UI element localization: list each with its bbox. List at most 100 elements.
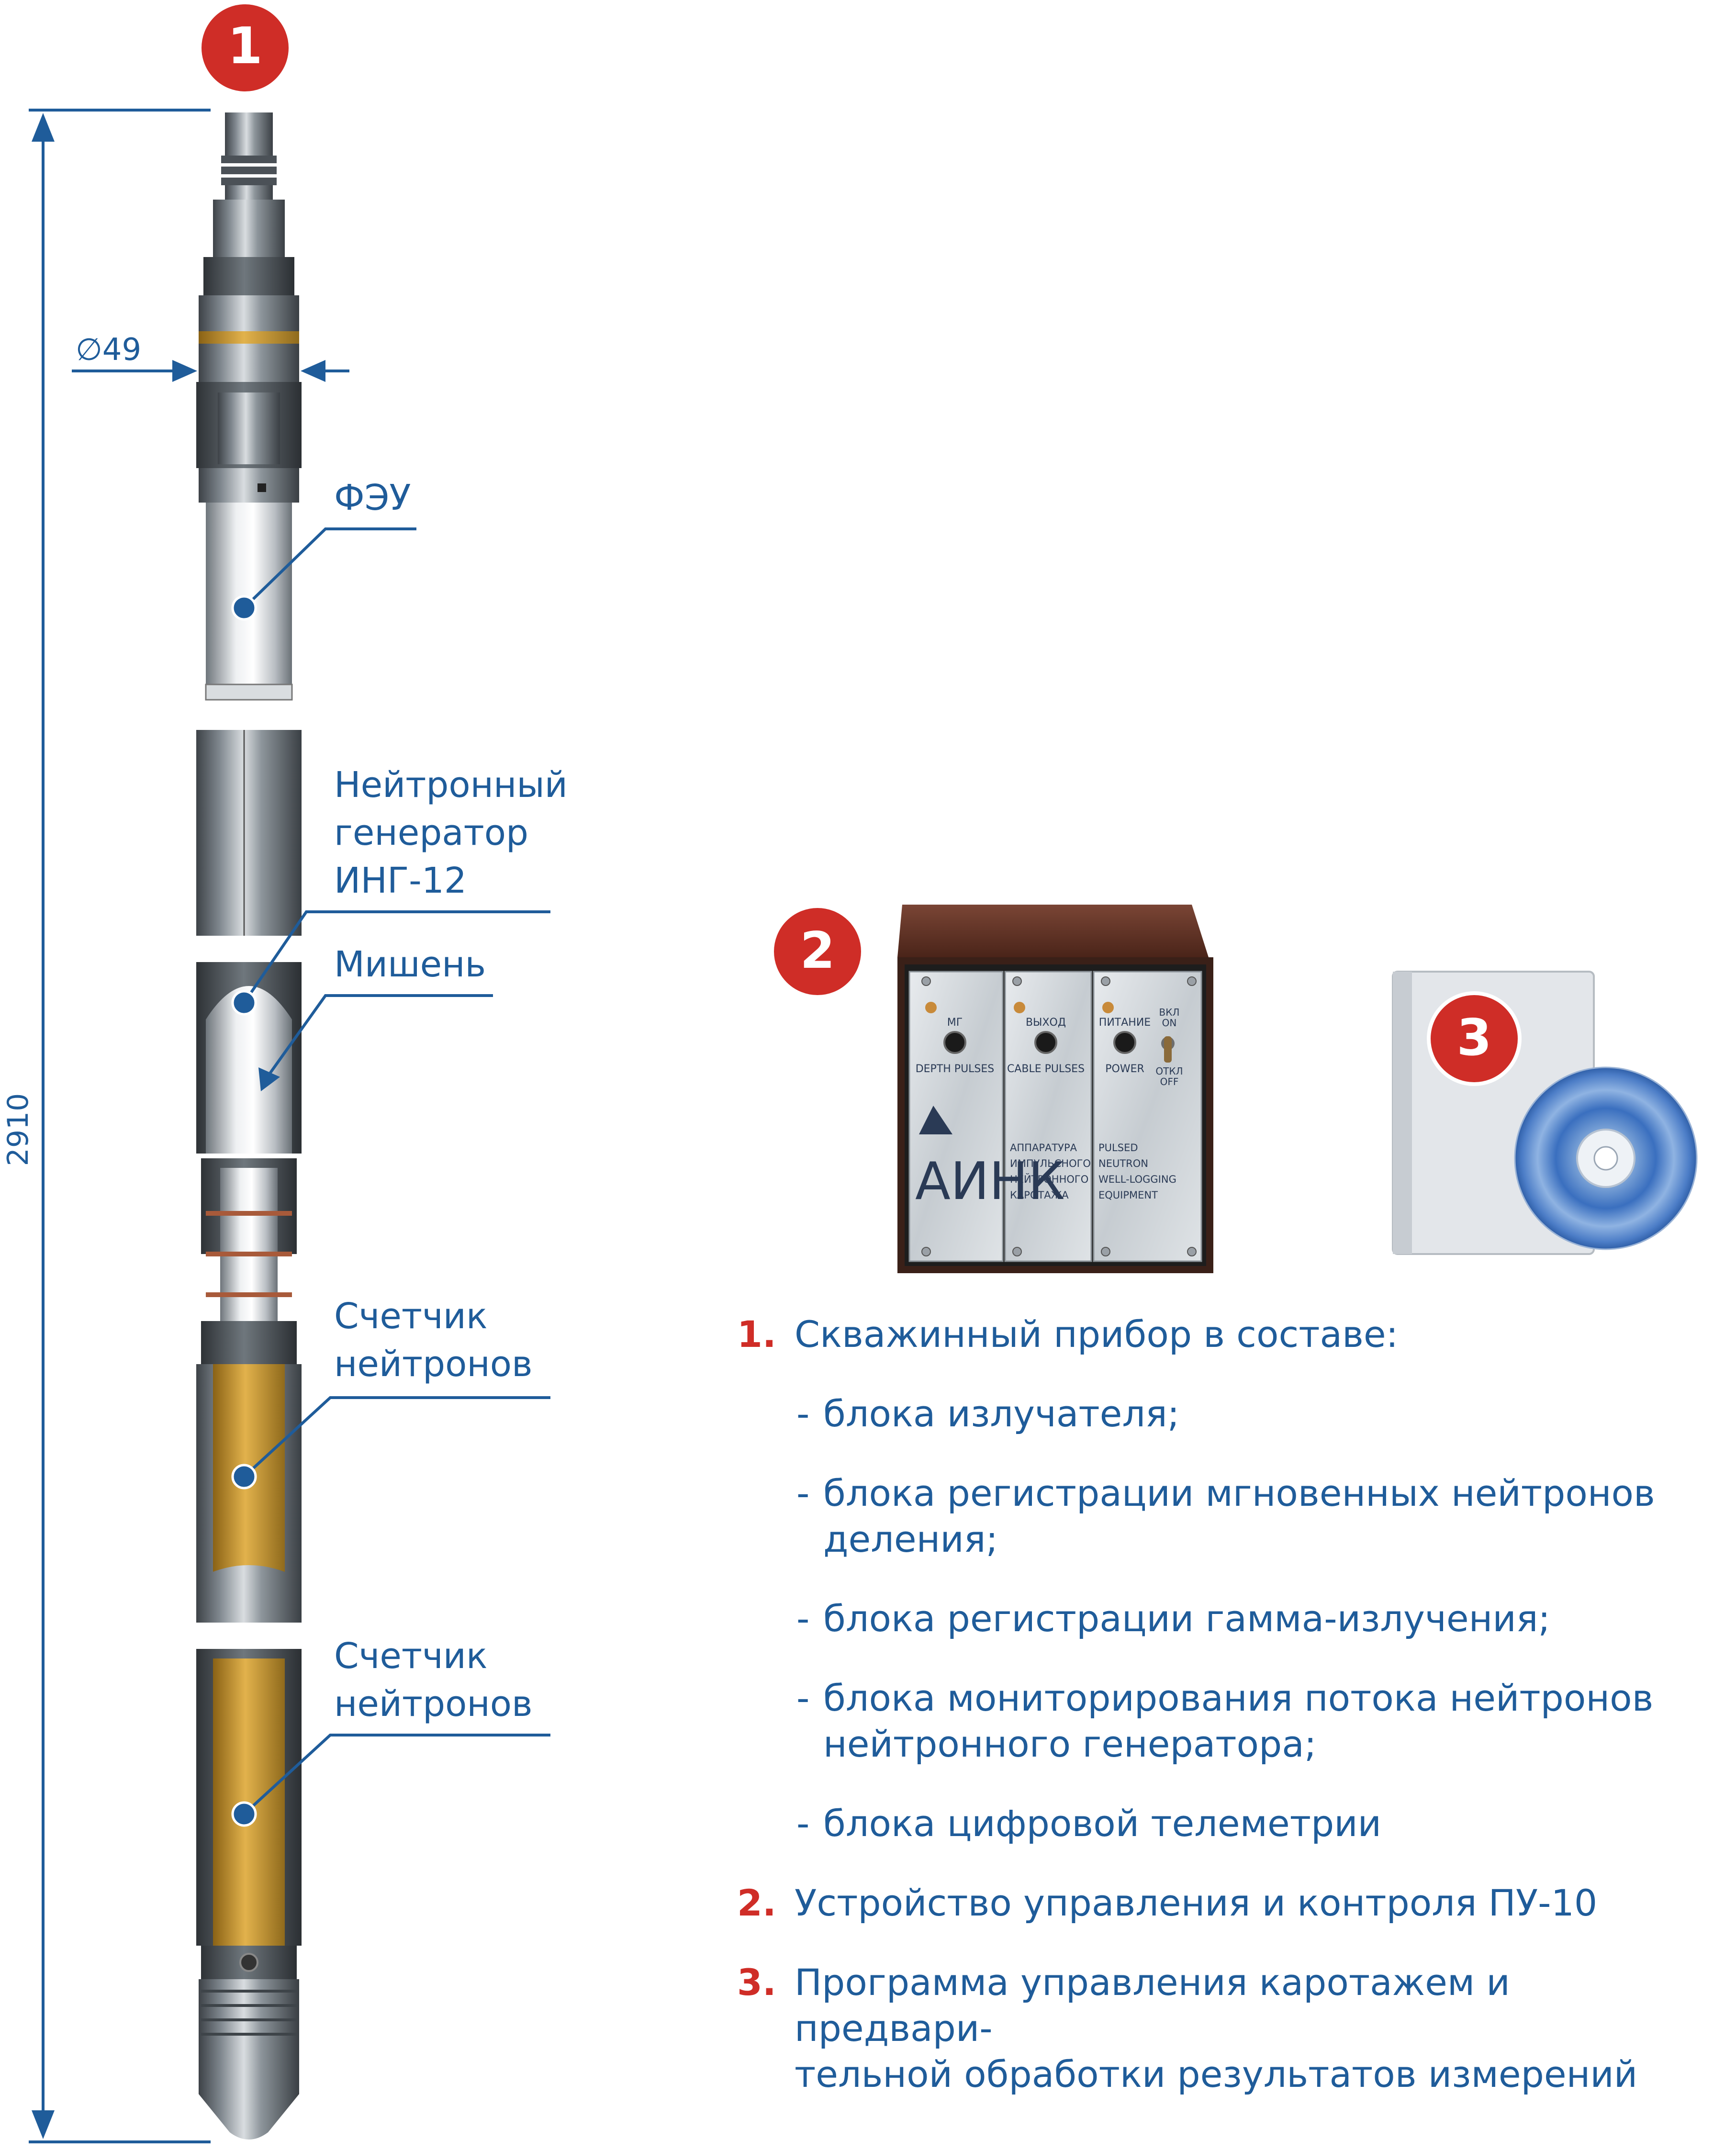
subitem-3: - блока регистрации гамма-излучения; — [737, 1596, 1714, 1642]
svg-text:2: 2 — [800, 921, 835, 980]
leader-target — [264, 994, 493, 1080]
switch-off-ru: ОТКЛ — [1155, 1065, 1183, 1077]
subitem-3-line1: блока регистрации гамма-излучения; — [823, 1597, 1551, 1640]
label-counter1-line1: Счетчик — [334, 1296, 488, 1337]
list-item-2: 2. Устройство управления и контроля ПУ-1… — [737, 1880, 1714, 1926]
target-dome — [206, 986, 292, 1091]
list-item-1: 1. Скважинный прибор в составе: — [737, 1311, 1714, 1357]
list-item-1-number: 1. — [737, 1313, 776, 1356]
pmt-body — [206, 503, 292, 684]
tool-nose-cone — [199, 2094, 299, 2140]
subitem-dash: - — [796, 1802, 810, 1845]
svg-text:1: 1 — [227, 17, 262, 75]
counter2-tube — [213, 1658, 285, 1946]
panel-module-3 — [1093, 971, 1202, 1262]
subitem-4-line2: нейтронного генератора; — [823, 1723, 1317, 1765]
tool-bottom-body — [199, 1979, 299, 2094]
panel-module-1 — [908, 971, 1004, 1262]
module3-lamp — [1102, 1002, 1114, 1013]
diameter-value: ∅49 — [76, 332, 141, 368]
module2-connector — [1034, 1031, 1057, 1054]
subitem-5-line1: блока цифровой телеметрии — [823, 1802, 1382, 1845]
length-dimension: 2910 — [1, 109, 211, 2143]
leader-counter2 — [243, 1734, 550, 1815]
ru-caption-line4: КАРОТАЖА — [1010, 1189, 1069, 1201]
list-item-3-line2: тельной обработки результатов измерений — [795, 2053, 1638, 2095]
label-generator-line1: Нейтронный — [334, 764, 568, 806]
list-item-3-line1: Программа управления каротажем и предвар… — [795, 1961, 1510, 2050]
svg-text:3: 3 — [1456, 1008, 1491, 1067]
tool-thread-rings — [221, 156, 277, 200]
panel-module-2 — [1004, 971, 1092, 1262]
label-generator-line2: генератор — [334, 812, 528, 853]
label-generator-line3: ИНГ-12 — [334, 860, 467, 901]
module1-connector — [943, 1031, 966, 1054]
subitem-dash: - — [796, 1472, 810, 1514]
label-counter2-line2: нейтронов — [334, 1683, 533, 1725]
label-counter1-line2: нейтронов — [334, 1344, 533, 1385]
tool-top-cap — [225, 112, 273, 156]
subitem-dash: - — [796, 1597, 810, 1640]
subitem-4-line1: блока мониторирования потока нейтронов — [823, 1677, 1654, 1719]
subitem-1-line1: блока излучателя; — [823, 1392, 1180, 1435]
module1-bottom-label: DEPTH PULSES — [916, 1063, 995, 1075]
dim-arrow-top — [32, 113, 55, 142]
module2-lamp — [1014, 1002, 1025, 1013]
list-item-2-text: Устройство управления и контроля ПУ-10 — [795, 1882, 1598, 1924]
dot-counter1 — [231, 1464, 257, 1490]
components-list: 1. Скважинный прибор в составе: - блока … — [737, 1311, 1714, 2131]
module3-connector — [1113, 1031, 1136, 1054]
list-item-3-number: 3. — [737, 1961, 776, 2004]
subitem-4: - блока мониторирования потока нейтронов… — [737, 1675, 1714, 1767]
subitem-1: - блока излучателя; — [737, 1391, 1714, 1437]
callout-leaders — [243, 527, 550, 1815]
arrow-target — [258, 1067, 280, 1091]
label-counter2-line1: Счетчик — [334, 1636, 488, 1677]
tool-connector-body — [213, 200, 285, 257]
module1-lamp — [925, 1002, 937, 1013]
ru-caption-line2: ИМПУЛЬСНОГО — [1010, 1158, 1091, 1169]
leader-feu — [243, 527, 416, 609]
tool-connector-collar — [203, 257, 294, 295]
dim-arrow-bottom — [32, 2110, 55, 2139]
diameter-arrow-right — [301, 360, 325, 382]
subitem-2-line2: деления; — [823, 1518, 998, 1560]
subitem-2-line1: блока регистрации мгновенных нейтронов — [823, 1472, 1655, 1514]
pmt-mount — [199, 468, 299, 503]
en-caption-line4: EQUIPMENT — [1098, 1189, 1158, 1201]
panel-brand: АИНК — [915, 1152, 1065, 1211]
list-item-2-number: 2. — [737, 1882, 776, 1924]
en-caption-line3: WELL-LOGGING — [1098, 1174, 1176, 1185]
label-feu: ФЭУ — [334, 477, 411, 518]
label-target: Мишень — [334, 944, 486, 985]
tool-gold-ring — [199, 331, 299, 344]
subitem-2: - блока регистрации мгновенных нейтронов… — [737, 1470, 1714, 1562]
module3-top-label: ПИТАНИЕ — [1099, 1017, 1151, 1029]
ru-caption-line1: АППАРАТУРА — [1010, 1142, 1077, 1154]
module2-top-label: ВЫХОД — [1026, 1017, 1066, 1029]
marker-3: 3 — [1427, 991, 1522, 1086]
length-value: 2910 — [1, 1093, 35, 1166]
ru-caption-line3: НЕЙТРОННОГО — [1010, 1173, 1088, 1185]
dot-generator — [231, 990, 257, 1016]
subitem-5: - блока цифровой телеметрии — [737, 1801, 1714, 1847]
list-item-1-text: Скважинный прибор в составе: — [795, 1313, 1399, 1356]
en-caption-line2: NEUTRON — [1098, 1158, 1148, 1169]
diameter-arrow-left — [172, 360, 197, 382]
module2-bottom-label: CABLE PULSES — [1007, 1063, 1085, 1075]
list-item-3: 3. Программа управления каротажем и пред… — [737, 1960, 1714, 2097]
panel-case-top — [897, 905, 1209, 957]
panel-screws — [921, 976, 1197, 1256]
subitem-dash: - — [796, 1392, 810, 1435]
leader-counter1 — [243, 1396, 550, 1478]
marker-2: 2 — [770, 904, 865, 999]
switch-on-en: ON — [1162, 1017, 1177, 1029]
generator-housing — [196, 730, 302, 936]
dot-feu — [231, 595, 257, 621]
dot-counter2 — [231, 1801, 257, 1827]
control-panel-pu10: МГ DEPTH PULSES ВЫХОД CABLE PULSES ПИТАН… — [897, 905, 1213, 1273]
switch-off-en: OFF — [1160, 1076, 1179, 1087]
leader-generator — [243, 910, 550, 1004]
switch-on-ru: ВКЛ — [1159, 1007, 1180, 1018]
diameter-dimension: ∅49 — [72, 332, 349, 382]
